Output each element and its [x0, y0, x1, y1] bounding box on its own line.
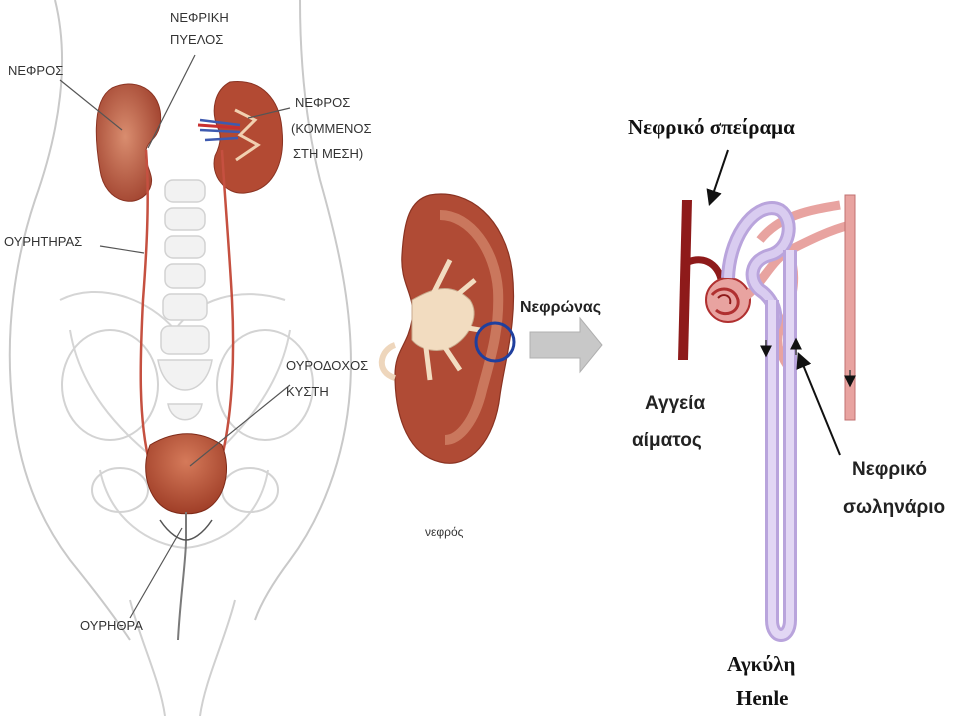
- spine: [158, 180, 212, 420]
- label-bladder-1: ΟΥΡΟΔΟΧΟΣ: [286, 358, 368, 373]
- label-urethra: ΟΥΡΗΘΡΑ: [80, 618, 143, 633]
- label-glomerulus: Νεφρικό σπείραμα: [628, 115, 795, 139]
- gray-arrow: [530, 318, 602, 372]
- label-ureter: ΟΥΡΗΤΗΡΑΣ: [4, 234, 82, 249]
- right-panel: Νεφρικό σπείραμα Αγγεία αίματος Νεφρικό …: [628, 115, 945, 710]
- label-renal-pelvis-2: ΠΥΕΛΟΣ: [170, 32, 223, 47]
- right-kidney-cut: [198, 82, 283, 194]
- label-loop-henle-2: Henle: [736, 686, 789, 710]
- label-kidney-caption: νεφρός: [425, 525, 464, 539]
- label-renal-pelvis-1: ΝΕΦΡΙΚΗ: [170, 10, 229, 25]
- pointer-tubule: [799, 355, 840, 455]
- label-loop-henle-1: Αγκύλη: [727, 652, 796, 676]
- middle-panel: νεφρός Νεφρώνας: [382, 194, 602, 539]
- label-kidney-cut-2: (ΚΟΜΜΕΝΟΣ: [291, 121, 372, 136]
- label-bladder-2: ΚΥΣΤΗ: [286, 384, 329, 399]
- label-tubule-2: σωληνάριο: [843, 497, 945, 518]
- artery-dark: [678, 200, 692, 360]
- label-blood-vessels-2: αίματος: [632, 430, 702, 451]
- label-kidney-cut-3: ΣΤΗ ΜΕΣΗ): [293, 146, 363, 161]
- kidney-cross-section: [382, 194, 514, 463]
- pointer-glomerulus: [710, 150, 728, 203]
- label-blood-vessels-1: Αγγεία: [645, 393, 705, 414]
- label-kidney: ΝΕΦΡΟΣ: [8, 63, 63, 78]
- urethra: [178, 512, 186, 640]
- label-kidney-cut-1: ΝΕΦΡΟΣ: [295, 95, 350, 110]
- label-nephron: Νεφρώνας: [520, 299, 601, 316]
- label-tubule-1: Νεφρικό: [852, 459, 927, 480]
- left-panel: ΝΕΦΡΟΣ ΝΕΦΡΙΚΗ ΠΥΕΛΟΣ ΝΕΦΡΟΣ (ΚΟΜΜΕΝΟΣ Σ…: [4, 0, 372, 716]
- tubule: [728, 208, 790, 635]
